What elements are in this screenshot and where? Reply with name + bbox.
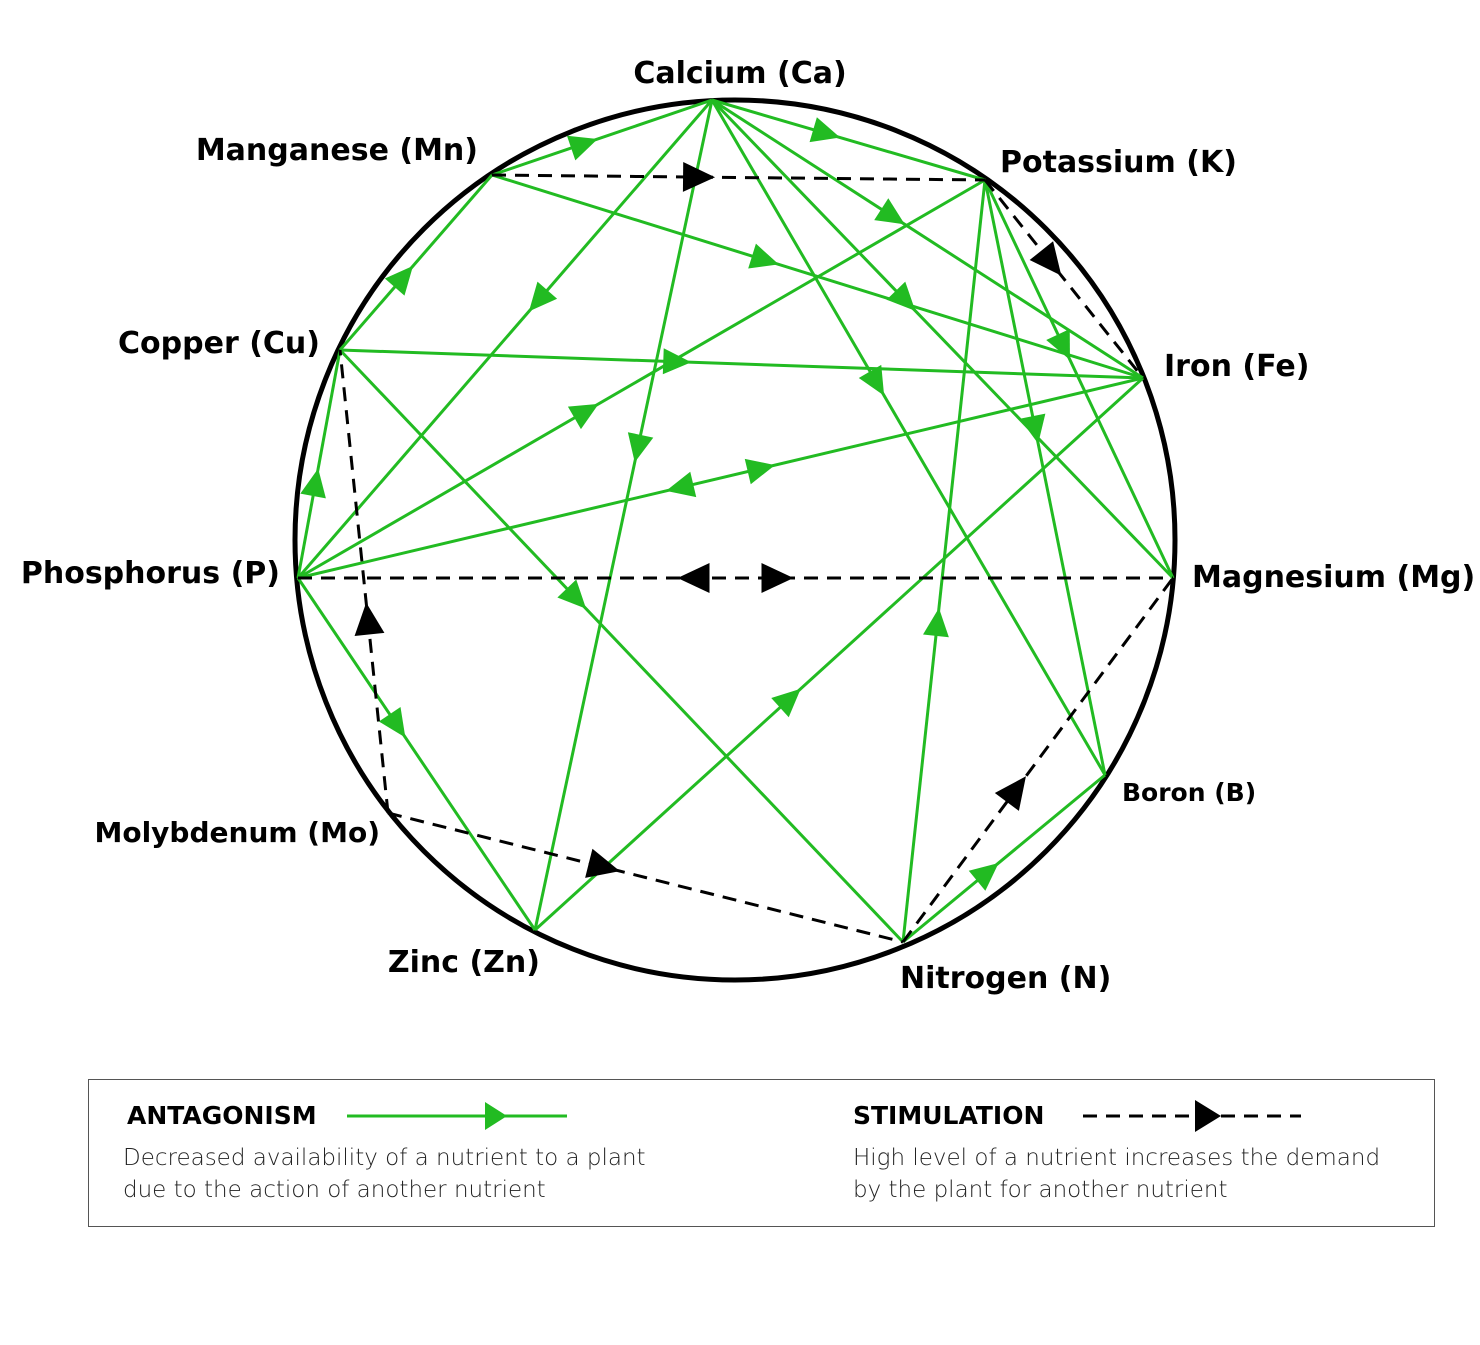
stimulation-arrowhead-K-Fe	[1029, 241, 1062, 276]
antagonism-edge-Ca-Mg	[710, 98, 1175, 580]
antagonism-edge-Ca-Zn	[533, 99, 714, 931]
node-label-zn: Zinc (Zn)	[388, 945, 540, 980]
legend-antagonism-description: Decreased availability of a nutrient to …	[123, 1142, 646, 1206]
stimulation-line-sample	[1083, 1100, 1301, 1132]
node-label-b: Boron (B)	[1122, 778, 1256, 807]
stimulation-edge-Mn-K	[491, 173, 986, 182]
stimulation-edge-N-Mg	[901, 577, 1175, 943]
antagonism-edge-P-Fe	[297, 376, 1144, 580]
outer-circle	[292, 97, 1178, 983]
antagonism-arrowhead-K-B	[1019, 413, 1046, 444]
antagonism-arrowhead-N-K	[923, 608, 949, 638]
edges-layer	[296, 98, 1175, 944]
arrowheads-layer	[300, 117, 1070, 891]
antagonism-arrowhead-Ca-Mg	[886, 281, 916, 311]
stimulation-arrowhead-N-Mg	[994, 776, 1026, 811]
antagonism-edge-Zn-Fe	[533, 376, 1145, 932]
legend-stimulation-description: High level of a nutrient increases the d…	[853, 1142, 1380, 1206]
antagonism-edge-Ca-K	[711, 98, 986, 182]
antagonism-edge-Mn-Ca	[491, 98, 713, 177]
node-label-p: Phosphorus (P)	[21, 556, 280, 591]
antagonism-arrowhead-K-Mg	[1046, 328, 1070, 360]
antagonism-arrowhead-P-Zn	[378, 706, 406, 738]
antagonism-arrowhead-P-K	[567, 403, 599, 430]
legend-antagonism-desc-line1: Decreased availability of a nutrient to …	[123, 1145, 646, 1171]
legend-stimulation-title: STIMULATION	[853, 1101, 1045, 1130]
antagonism-edge-K-B	[983, 179, 1107, 776]
antagonism-line-sample	[347, 1102, 567, 1130]
antagonism-edge-Ca-Fe	[711, 98, 1144, 380]
antagonism-edge-Cu-Mn	[338, 174, 494, 351]
node-label-n: Nitrogen (N)	[900, 961, 1111, 996]
antagonism-arrowhead-Cu-N	[557, 579, 587, 609]
legend-antagonism-title: ANTAGONISM	[127, 1101, 317, 1130]
antagonism-edge-K-Mg	[983, 179, 1175, 579]
antagonism-edge-N-B	[902, 773, 1106, 944]
antagonism-arrowhead-Zn-Fe	[771, 688, 801, 718]
stimulation-arrowhead-Mo-Cu	[354, 602, 385, 637]
stimulation-arrowhead-P-Mg-forward	[761, 563, 794, 593]
antagonism-edge-N-K	[901, 179, 987, 943]
stimulation-edge-Mo-Cu	[338, 349, 390, 814]
antagonism-arrowhead-Mn-Fe	[748, 243, 779, 269]
antagonism-arrowhead-Mn-Ca	[566, 135, 598, 161]
antagonism-arrowhead-P-Fe-forward	[744, 458, 775, 485]
legend-stimulation-desc-line2: by the plant for another nutrient	[853, 1177, 1228, 1203]
antagonism-edge-P-Cu	[296, 349, 342, 579]
stimulation-edge-Mo-N	[387, 811, 904, 944]
antagonism-edge-Cu-N	[338, 348, 905, 944]
antagonism-arrowhead-Cu-Fe	[662, 348, 692, 375]
node-label-ca: Calcium (Ca)	[633, 56, 846, 91]
antagonism-edge-Ca-B	[710, 99, 1107, 776]
antagonism-arrowhead-P-Fe-backward	[666, 471, 697, 498]
stimulation-arrowhead-Mn-K	[682, 161, 716, 192]
node-label-k: Potassium (K)	[1000, 145, 1237, 180]
node-label-cu: Copper (Cu)	[118, 326, 320, 361]
nutrient-interaction-diagram: Calcium (Ca) Manganese (Mn) Potassium (K) C…	[21, 56, 1475, 996]
node-label-mn: Manganese (Mn)	[196, 133, 478, 168]
antagonism-edge-Ca-P	[296, 99, 714, 579]
stimulation-edge-K-Fe	[983, 179, 1145, 379]
antagonism-edge-P-K	[297, 178, 986, 580]
node-label-mo: Molybdenum (Mo)	[94, 816, 380, 849]
node-label-mg: Magnesium (Mg)	[1192, 560, 1475, 595]
node-labels-layer: Calcium (Ca) Manganese (Mn) Potassium (K) C…	[21, 56, 1475, 996]
stimulation-arrowhead-P-Mg-backward	[677, 563, 710, 593]
antagonism-arrowhead-Ca-Fe	[874, 198, 905, 225]
legend: ANTAGONISM Decreased availability of a n…	[88, 1079, 1435, 1227]
antagonism-arrowhead-Ca-P	[528, 281, 558, 312]
node-label-fe: Iron (Fe)	[1164, 349, 1309, 384]
antagonism-edge-P-Zn	[296, 577, 537, 931]
stimulation-arrowhead-Mo-N	[585, 848, 620, 878]
antagonism-arrowhead-P-Cu	[300, 468, 326, 499]
legend-stimulation-desc-line1: High level of a nutrient increases the d…	[853, 1145, 1381, 1171]
antagonism-arrowhead-Cu-Mn	[384, 265, 414, 296]
legend-antagonism-desc-line2: due to the action of another nutrient	[123, 1177, 546, 1203]
antagonism-arrowhead-N-B	[968, 862, 999, 891]
antagonism-arrowhead-Ca-K	[809, 117, 841, 143]
antagonism-edge-Cu-Fe	[339, 348, 1144, 380]
antagonism-arrowhead-Ca-Zn	[627, 432, 654, 463]
antagonism-arrowhead-Ca-B	[858, 364, 885, 396]
